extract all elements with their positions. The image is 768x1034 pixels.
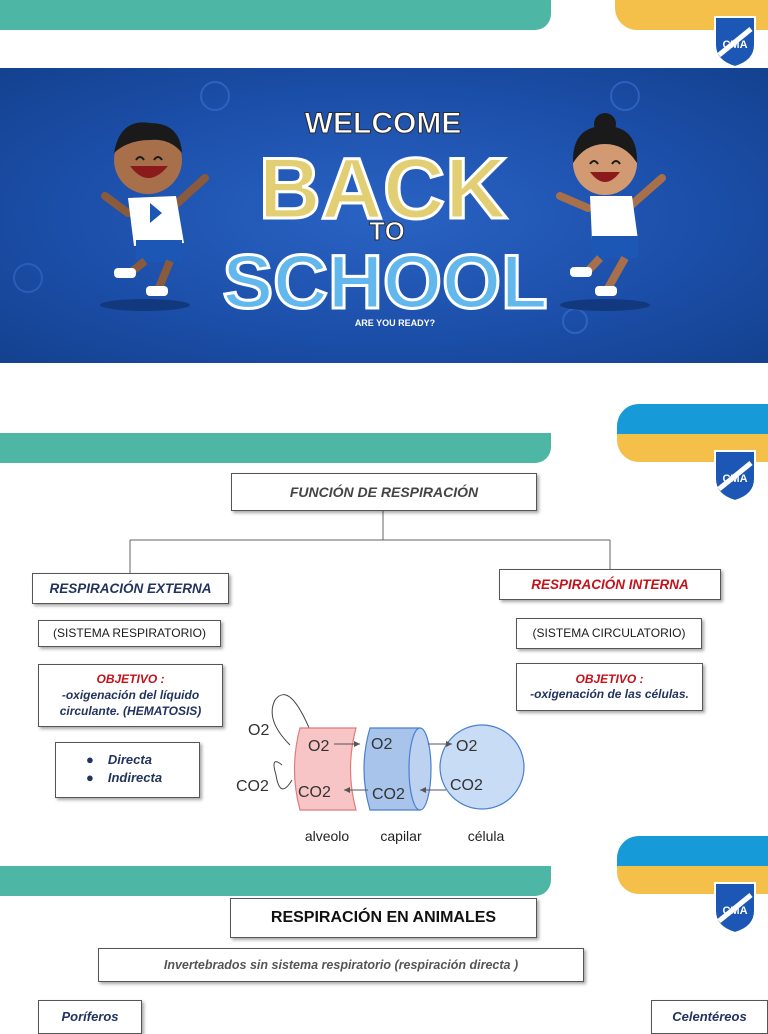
internal-respiration-box: RESPIRACIÓN INTERNA <box>499 569 721 600</box>
school-logo: CMA <box>713 881 757 935</box>
co2-outside-label: CO2 <box>236 778 269 795</box>
respiration-types-box: ●Directa ●Indirecta <box>55 742 200 798</box>
objective-label: OBJETIVO : <box>96 672 165 686</box>
slide3-top-teal-bar <box>0 866 551 896</box>
slide2-top-teal-bar <box>0 433 551 463</box>
list-item: ●Directa <box>86 752 152 767</box>
school-logo: CMA <box>713 449 757 503</box>
school-logo: CMA <box>713 15 757 69</box>
celula-o2-label: O2 <box>456 738 477 755</box>
alveolo-label: alveolo <box>305 828 350 844</box>
svg-text:ARE YOU READY?: ARE YOU READY? <box>355 318 435 328</box>
external-respiration-box: RESPIRACIÓN EXTERNA <box>32 573 229 604</box>
slide2-top-blue-tab <box>617 404 768 434</box>
slide1-top-teal-bar <box>0 0 551 30</box>
poriferos-box: Poríferos <box>38 1000 142 1034</box>
invertebrates-subtitle: Invertebrados sin sistema respiratorio (… <box>98 948 584 982</box>
svg-text:CMA: CMA <box>722 39 747 51</box>
svg-text:CMA: CMA <box>722 473 747 485</box>
celula-label: célula <box>468 828 505 844</box>
svg-text:WELCOME: WELCOME <box>305 107 462 140</box>
respiratory-system-box: (SISTEMA RESPIRATORIO) <box>38 620 221 647</box>
alveolo-shape <box>293 727 357 811</box>
svg-text:BACK: BACK <box>259 141 507 237</box>
alveolo-o2-label: O2 <box>308 738 329 755</box>
external-objective-box: OBJETIVO : -oxigenación del líquido circ… <box>38 664 223 727</box>
list-item: ●Indirecta <box>86 770 163 785</box>
back-to-school-title: WELCOME BACK TO SCHOOL ARE YOU READY? <box>221 107 549 329</box>
animal-respiration-title: RESPIRACIÓN EN ANIMALES <box>230 898 537 938</box>
alveolo-co2-label: CO2 <box>298 784 331 801</box>
svg-text:SCHOOL: SCHOOL <box>222 240 547 325</box>
celula-shape <box>439 724 525 810</box>
slide3-top-blue-tab <box>617 836 768 866</box>
svg-text:CMA: CMA <box>722 905 747 917</box>
circulatory-system-box: (SISTEMA CIRCULATORIO) <box>516 618 702 649</box>
internal-objective-box: OBJETIVO : -oxigenación de las células. <box>516 663 703 711</box>
welcome-banner: WELCOME BACK TO SCHOOL ARE YOU READY? <box>0 68 768 363</box>
celula-co2-label: CO2 <box>450 777 483 794</box>
capilar-o2-label: O2 <box>371 736 392 753</box>
girl-illustration <box>556 113 666 311</box>
o2-outside-label: O2 <box>248 722 269 739</box>
celentereos-box: Celentéreos <box>651 1000 768 1034</box>
respiration-function-title: FUNCIÓN DE RESPIRACIÓN <box>231 473 537 511</box>
objective-label: OBJETIVO : <box>575 672 644 686</box>
capilar-label: capilar <box>380 828 422 844</box>
boy-illustration <box>100 122 209 311</box>
objective-text: -oxigenación de las células. <box>530 687 689 701</box>
capilar-co2-label: CO2 <box>372 786 405 803</box>
objective-text: -oxigenación del líquido circulante. (HE… <box>59 688 202 718</box>
svg-text:TO: TO <box>369 216 405 246</box>
